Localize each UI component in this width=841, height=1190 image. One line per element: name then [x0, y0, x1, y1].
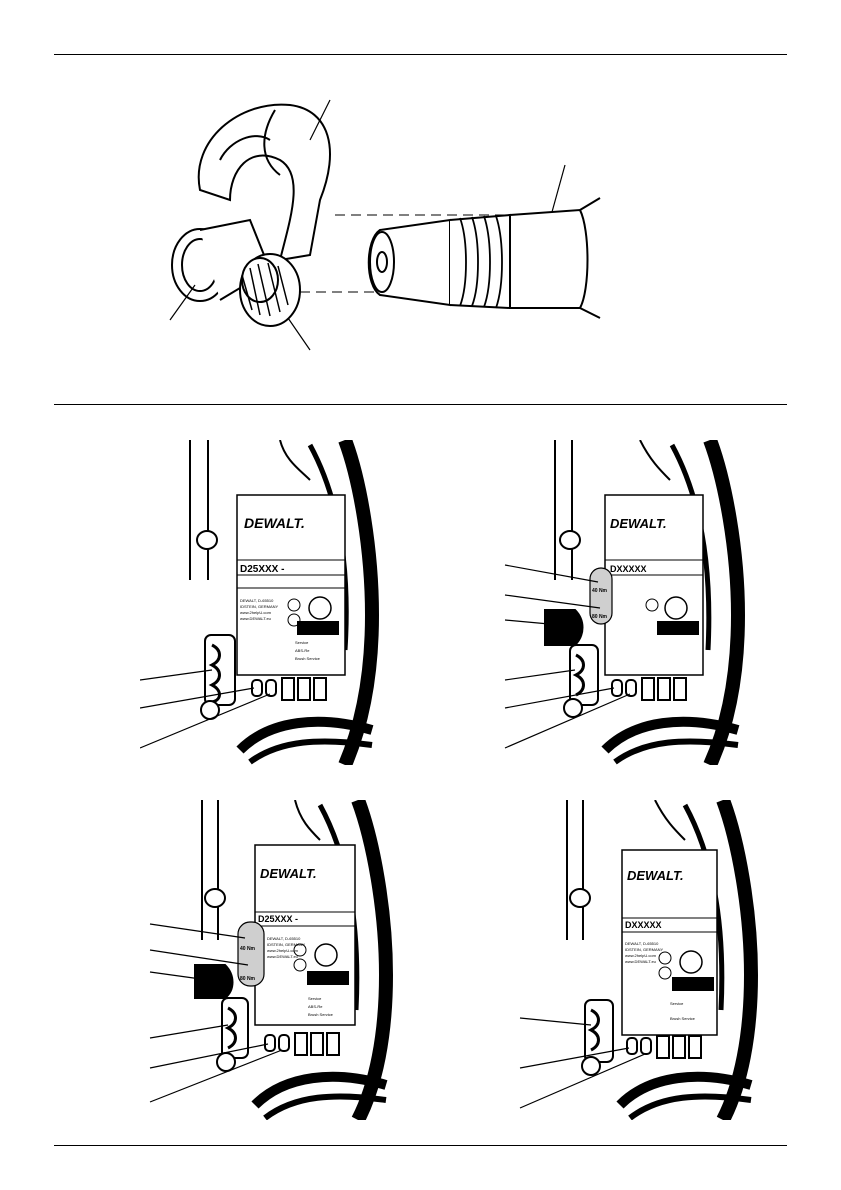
rating-plate — [236, 494, 346, 676]
rating-plate — [621, 849, 718, 1036]
address-line-1: DEWALT, D-65510 — [267, 936, 301, 941]
service-label-2: Brush Service — [670, 1016, 696, 1021]
address-line-2: IDSTEIN, GERMANY — [267, 942, 306, 947]
service-label-1: Service — [670, 1001, 684, 1006]
torque-low-label: 40 Nm — [240, 946, 256, 952]
label-panel-c: DEWALT. D25XXX - 40 Nm 80 Nm DEWALT, D-6… — [140, 800, 400, 1120]
locking-knob — [239, 253, 301, 327]
model-number: DXXXXX — [610, 564, 647, 574]
label-panel-b: DEWALT. DXXXXX 40 Nm 80 Nm — [500, 440, 750, 765]
torque-low-label: 40 Nm — [592, 588, 608, 594]
address-line-4: www.DEWALT.eu — [240, 616, 271, 621]
address-line-4: www.DEWALT.eu — [625, 959, 656, 964]
bottom-rule — [54, 1145, 787, 1146]
model-number: DXXXXX — [625, 920, 662, 930]
address-line-3: www.2helpU.com — [625, 953, 657, 958]
brand-logo: DEWALT. — [260, 866, 317, 881]
address-line-3: www.2helpU.com — [267, 948, 299, 953]
service-label-1: Service — [308, 996, 322, 1001]
model-number: D25XXX - — [258, 914, 298, 924]
torque-high-label: 80 Nm — [592, 614, 608, 620]
service-label-1: Service — [295, 640, 309, 645]
torque-high-label: 80 Nm — [240, 976, 256, 982]
hose-bend — [197, 103, 331, 262]
service-label-2: ABS-Re — [308, 1004, 323, 1009]
address-line-1: DEWALT, D-65510 — [625, 941, 659, 946]
address-line-3: www.2helpU.com — [240, 610, 272, 615]
service-label-3: Brush Service — [308, 1012, 334, 1017]
address-line-4: www.DEWALT.eu — [267, 954, 298, 959]
label-panel-a: DEWALT. D25XXX - DEWALT, D-65510 IDSTEIN… — [140, 440, 390, 765]
dust-attachment-figure — [160, 80, 620, 380]
address-line-1: DEWALT, D-65510 — [240, 598, 274, 603]
middle-rule — [54, 404, 787, 405]
label-panel-d: DEWALT. DXXXXX DEWALT, D-65510 IDSTEIN, … — [515, 800, 765, 1120]
brand-logo: DEWALT. — [610, 516, 667, 531]
address-line-2: IDSTEIN, GERMANY — [625, 947, 664, 952]
brand-logo: DEWALT. — [627, 868, 684, 883]
rating-plate — [254, 844, 356, 1026]
address-line-2: IDSTEIN, GERMANY — [240, 604, 279, 609]
model-number: D25XXX - — [240, 564, 284, 575]
service-label-2: ABS-Re — [295, 648, 310, 653]
rating-plate — [604, 494, 704, 676]
service-label-3: Brush Service — [295, 656, 321, 661]
brand-logo: DEWALT. — [244, 515, 305, 531]
top-rule — [54, 54, 787, 55]
drill-chuck — [367, 197, 601, 319]
